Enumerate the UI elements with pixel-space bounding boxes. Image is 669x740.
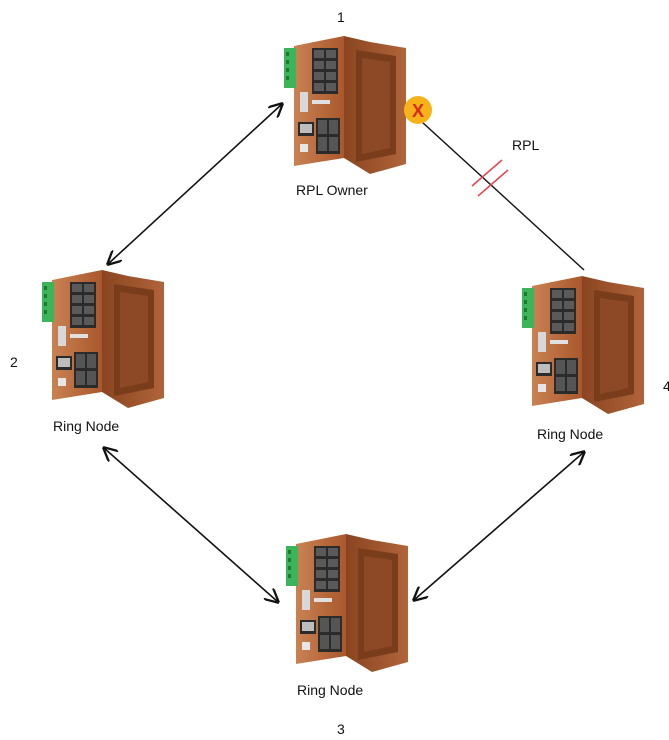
node-1-number: 1 (337, 9, 345, 25)
blocked-port-circle (404, 96, 432, 124)
link-2-3-arrow (104, 448, 278, 602)
device-1-rpl-owner (284, 36, 406, 174)
device-4-ring-node (522, 276, 644, 414)
node-1-label: RPL Owner (296, 182, 368, 198)
rpl-label: RPL (512, 137, 540, 153)
rpl-hash-mark-2 (477, 169, 509, 197)
node-2-number: 2 (10, 354, 18, 370)
node-2-label: Ring Node (53, 418, 120, 434)
node-4-label: Ring Node (537, 426, 604, 442)
node-3-label: Ring Node (297, 682, 364, 698)
rpl-hash-mark-1 (471, 159, 503, 187)
blocked-port-x: X (412, 101, 424, 121)
link-1-2-arrow (108, 104, 282, 264)
device-3-ring-node (286, 534, 408, 672)
device-2-ring-node (42, 270, 164, 408)
node-3-number: 3 (337, 721, 345, 737)
node-4-number: 4 (663, 378, 669, 394)
rpl-link-line (421, 121, 585, 271)
link-3-4-arrow (414, 452, 584, 600)
